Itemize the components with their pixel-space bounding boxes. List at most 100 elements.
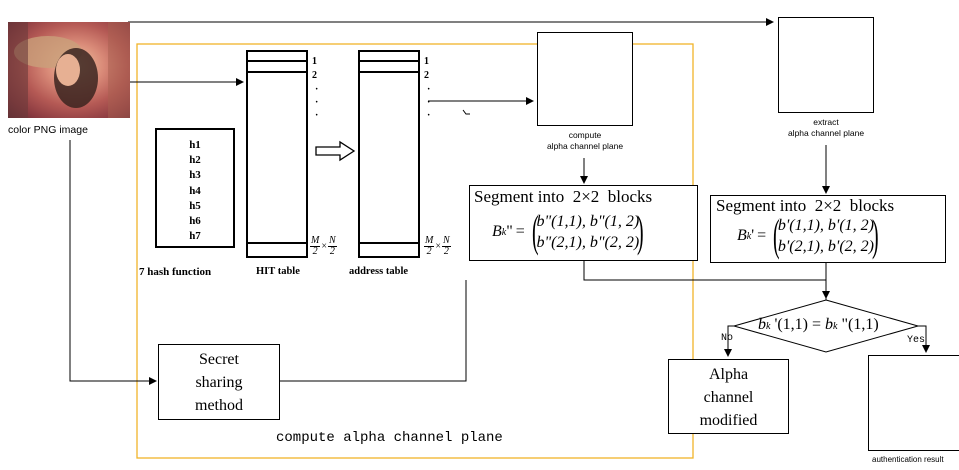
- hash-item: h4: [189, 184, 201, 197]
- hash-list: h1 h2 h3 h4 h5 h6 h7: [157, 138, 233, 244]
- addr-tick: ·: [427, 84, 431, 95]
- hit-m: M: [310, 235, 321, 247]
- addr-row-line: [360, 60, 418, 62]
- hit-row-line: [248, 242, 306, 244]
- addr-tick: 2: [424, 70, 429, 81]
- segment-left-row1: b"(1,1), b"(1, 2): [536, 213, 640, 230]
- extract-plane-box: [778, 17, 874, 113]
- hit-n: N: [327, 235, 337, 247]
- compute-plane-caption: compute alpha channel plane: [520, 130, 650, 152]
- arrow-segleft-to-diamond: [583, 261, 827, 300]
- address-caption: address table: [349, 266, 409, 277]
- hit-row-line: [248, 60, 306, 62]
- line-secret-to-address: [280, 280, 467, 382]
- segment-right-title: Segment into 2×2 blocks: [716, 196, 895, 215]
- decision-rhs-sub: k: [833, 321, 838, 332]
- alpha-line1: Alpha: [708, 366, 749, 383]
- segment-left-lhs: B: [492, 223, 502, 240]
- hit-n-den: 2: [329, 246, 335, 257]
- segment-right-matrix: b'(1,1), b'(1, 2) b'(2,1), b'(2, 2): [778, 215, 874, 257]
- hash-item: h7: [189, 230, 201, 243]
- authentication-result-caption: authentication result: [872, 455, 944, 464]
- arrow-no: [724, 325, 734, 357]
- extract-caption-line1: extract: [813, 117, 839, 127]
- small-mark: [462, 109, 470, 115]
- hit-table: [246, 50, 308, 258]
- addr-tick: ·: [427, 110, 431, 121]
- region-label: compute alpha channel plane: [276, 430, 503, 446]
- alpha-modified-box: Alpha channel modified: [668, 359, 789, 434]
- right-paren: ): [637, 207, 644, 256]
- hash-item: h2: [189, 154, 201, 167]
- segment-left-title: Segment into 2×2 blocks: [474, 187, 653, 206]
- hit-m-den: 2: [312, 246, 318, 257]
- address-table: [358, 50, 420, 258]
- segment-right-lhs-mark: ': [751, 227, 755, 244]
- segment-left-row2: b"(2,1), b"(2, 2): [536, 234, 640, 251]
- alpha-line3: modified: [699, 412, 758, 429]
- hit-times: ×: [321, 241, 327, 252]
- addr-m-den: 2: [426, 246, 432, 257]
- hash-item: h5: [189, 199, 201, 212]
- decision-lhs-sub: k: [766, 321, 771, 332]
- hit-tick: ·: [315, 84, 319, 95]
- hit-tick: ·: [315, 97, 319, 108]
- extract-plane-caption: extract alpha channel plane: [761, 117, 891, 139]
- addr-n-den: 2: [443, 246, 449, 257]
- hollow-arrow: [315, 140, 356, 162]
- compute-caption-line2: alpha channel plane: [546, 141, 624, 151]
- compute-plane-box: [537, 32, 633, 126]
- secret-line3: method: [195, 397, 243, 414]
- hit-tick: ·: [315, 110, 319, 121]
- decision-rhs: b: [825, 316, 834, 333]
- hit-tick: 2: [312, 70, 317, 81]
- right-paren: ): [871, 211, 879, 260]
- decision-lhs: b: [758, 316, 766, 333]
- alpha-line2: channel: [703, 389, 754, 406]
- addr-tick: 1: [424, 56, 429, 67]
- alpha-modified-text: Alpha channel modified: [669, 363, 788, 432]
- portrait-illustration: [8, 22, 130, 118]
- segment-right-row2: b'(2,1), b'(2, 2): [777, 238, 874, 255]
- addr-n: N: [441, 235, 451, 247]
- compute-caption-line1: compute: [568, 130, 602, 140]
- left-paren: (: [773, 211, 780, 260]
- image-caption: color PNG image: [8, 124, 88, 136]
- yes-label: Yes: [907, 335, 926, 346]
- authentication-result-box: [868, 355, 959, 451]
- arrow-yes: [918, 325, 930, 353]
- secret-line2: sharing: [195, 374, 243, 391]
- segment-right-row1: b'(1,1), b'(1, 2): [777, 217, 874, 234]
- segment-left-matrix: b"(1,1), b"(1, 2) b"(2,1), b"(2, 2): [536, 211, 639, 253]
- hit-caption: HIT table: [256, 266, 300, 277]
- decision-lhs-rest: '(1,1) =: [770, 316, 826, 333]
- segment-left-lhs-mark: ": [506, 223, 513, 240]
- left-paren: (: [531, 207, 539, 256]
- hash-item: h1: [189, 139, 201, 151]
- hash-item: h3: [189, 169, 201, 182]
- extract-caption-line2: alpha channel plane: [787, 128, 865, 138]
- addr-tick: ·: [427, 97, 431, 108]
- segment-right-lhs-sub: k: [746, 230, 752, 242]
- hit-tick: 1: [312, 56, 317, 67]
- decision-rhs-rest: "(1,1): [837, 316, 879, 333]
- decision-diamond: [732, 299, 920, 353]
- color-png-image: [8, 22, 130, 118]
- addr-row-line: [360, 242, 418, 244]
- segment-left-lhs-sub: k: [501, 226, 507, 238]
- secret-line1: Secret: [199, 351, 239, 368]
- addr-times: ×: [435, 241, 441, 252]
- hash-item: h6: [189, 215, 201, 228]
- addr-row-line: [360, 71, 418, 73]
